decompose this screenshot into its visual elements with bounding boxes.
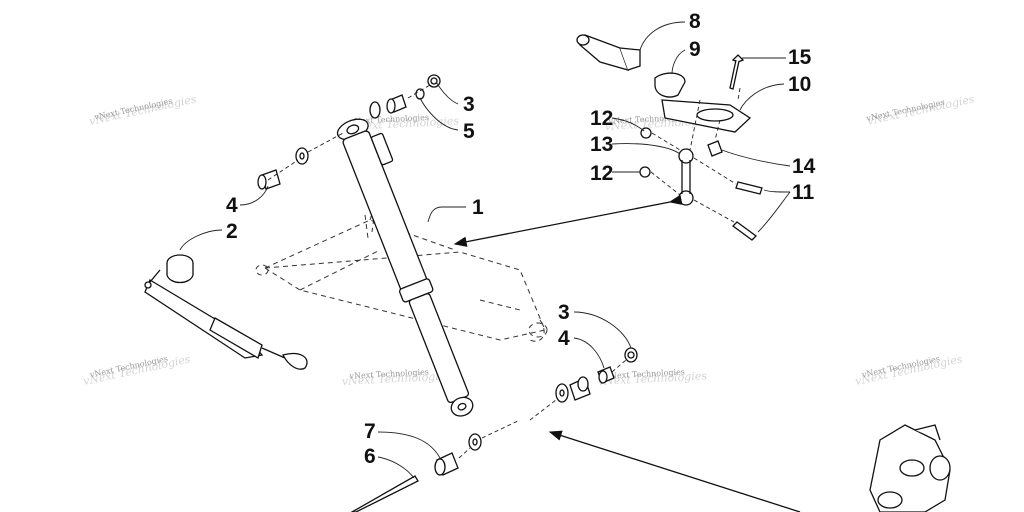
callout-14: 14 bbox=[792, 155, 816, 178]
watermark-text: vNext Technologies bbox=[348, 367, 429, 380]
assembly-arrows bbox=[453, 194, 801, 512]
callout-9: 9 bbox=[689, 38, 701, 61]
callout-4-upper: 4 bbox=[226, 194, 238, 217]
watermark-shadow: vNext Technologies bbox=[597, 369, 707, 388]
callout-labels: 1 2 3 3 4 4 5 6 7 8 9 10 11 12 12 13 14 … bbox=[226, 10, 816, 468]
watermarks: vNext Technologies vNext Technologies vN… bbox=[82, 92, 976, 388]
watermark-shadow: vNext Technologies bbox=[349, 114, 459, 133]
callout-7: 7 bbox=[364, 420, 376, 443]
sway-bar-link-assembly bbox=[576, 34, 763, 241]
callout-4-lower: 4 bbox=[558, 327, 570, 350]
watermark-shadow: vNext Technologies bbox=[341, 369, 451, 388]
callout-1: 1 bbox=[472, 196, 484, 219]
callout-15: 15 bbox=[788, 46, 812, 69]
callout-3-lower: 3 bbox=[558, 301, 570, 324]
callout-10: 10 bbox=[788, 73, 811, 96]
callout-11: 11 bbox=[792, 181, 815, 204]
callout-3-upper: 3 bbox=[463, 93, 475, 116]
watermark-text: vNext Technologies bbox=[348, 113, 429, 126]
watermark-text: vNext Technologies bbox=[604, 367, 685, 380]
callout-6: 6 bbox=[364, 445, 376, 468]
callout-12-upper: 12 bbox=[590, 107, 613, 130]
callout-12-lower: 12 bbox=[590, 162, 613, 185]
callout-8: 8 bbox=[689, 10, 701, 33]
leader-lines bbox=[179, 21, 791, 479]
shock-absorber bbox=[336, 118, 474, 417]
frame-bracket bbox=[869, 424, 951, 512]
remote-reservoir bbox=[144, 254, 308, 370]
callout-5: 5 bbox=[463, 120, 475, 143]
a-arm-outline bbox=[255, 204, 548, 342]
callout-2: 2 bbox=[226, 220, 238, 243]
callout-13: 13 bbox=[590, 133, 613, 156]
lower-mount-hardware bbox=[350, 347, 638, 512]
